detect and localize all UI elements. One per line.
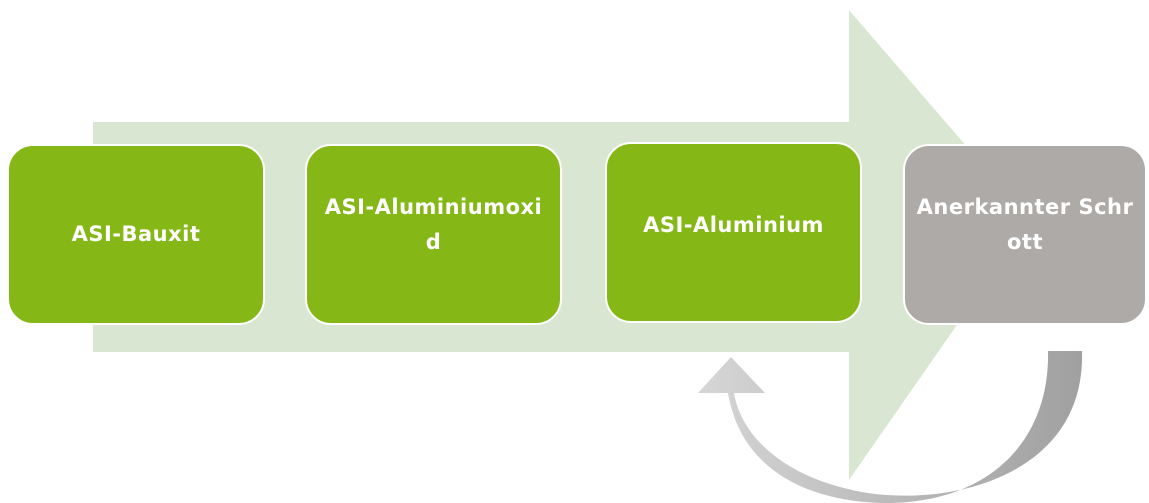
- recycle-cycle-arrow: [698, 351, 1083, 503]
- step-label: ASI-Bauxit: [71, 222, 201, 246]
- step-label: Anerkannter Schrott: [916, 194, 1134, 254]
- step-label: ASI-Aluminiumoxid: [324, 194, 543, 254]
- step-label: ASI-Aluminium: [643, 213, 824, 237]
- step-box-asi-aluminium: ASI-Aluminium: [605, 142, 862, 323]
- step-box-asi-aluminiumoxid: ASI-Aluminiumoxid: [305, 144, 562, 325]
- step-box-asi-bauxit: ASI-Bauxit: [7, 144, 265, 325]
- step-box-anerkannter-schrott: Anerkannter Schrott: [903, 144, 1147, 325]
